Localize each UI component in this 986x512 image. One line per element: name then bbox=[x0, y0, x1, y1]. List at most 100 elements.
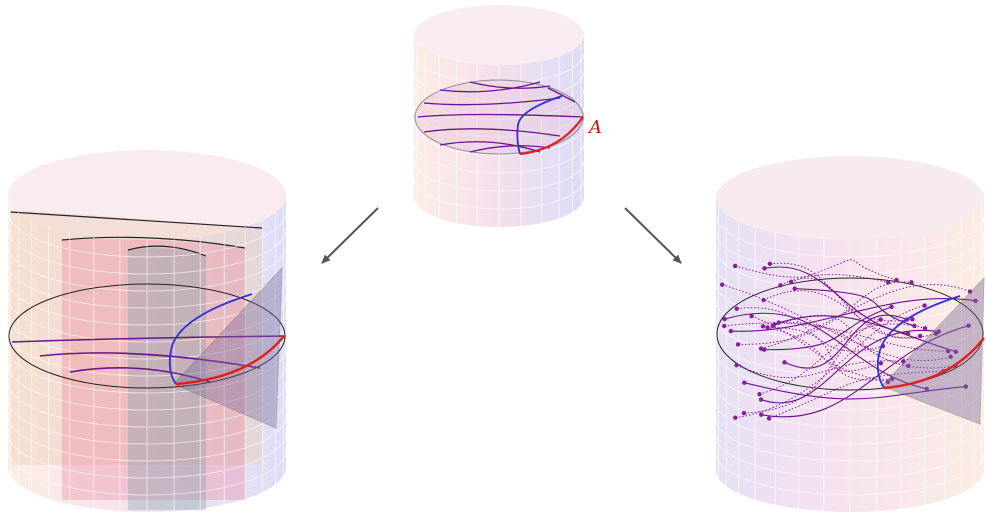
geodesic-endpoint bbox=[973, 298, 978, 304]
geodesic-endpoint bbox=[922, 303, 927, 308]
left-slice-disk bbox=[8, 283, 286, 389]
geodesic-curve bbox=[724, 312, 927, 390]
geodesic-endpoint bbox=[776, 320, 781, 325]
geodesic-endpoint bbox=[765, 325, 770, 330]
grid-line bbox=[715, 367, 985, 411]
grid-line bbox=[413, 124, 585, 156]
geodesic-curve bbox=[738, 281, 912, 345]
geodesic-endpoint bbox=[885, 379, 891, 385]
right-cylinder-cap bbox=[716, 156, 984, 240]
geodesic-endpoint bbox=[906, 363, 911, 369]
left-cylinder bbox=[7, 150, 287, 512]
grid-line bbox=[7, 432, 287, 479]
right-cylinder bbox=[715, 156, 985, 512]
grid-line bbox=[715, 231, 985, 275]
geodesic-curve bbox=[780, 277, 937, 339]
geodesic-curve bbox=[761, 325, 969, 418]
geodesic-curve bbox=[784, 314, 908, 369]
grid-line bbox=[7, 211, 287, 258]
grid-line bbox=[7, 296, 287, 343]
geodesic-endpoint bbox=[772, 322, 777, 327]
grid-line bbox=[7, 330, 287, 377]
geodesic-endpoint bbox=[734, 363, 739, 368]
geodesic-endpoint bbox=[788, 279, 794, 285]
grid-line bbox=[7, 449, 287, 496]
geodesic-endpoint bbox=[963, 384, 969, 389]
geodesic-curve bbox=[764, 266, 909, 335]
grid-line bbox=[7, 381, 287, 428]
grid-line bbox=[7, 262, 287, 309]
geodesic-endpoint bbox=[948, 354, 953, 359]
grid-line bbox=[413, 106, 585, 138]
grid-line bbox=[413, 142, 585, 174]
geodesic-endpoint bbox=[742, 380, 747, 385]
geodesic-curve bbox=[768, 370, 944, 419]
geodesic-endpoint bbox=[719, 282, 725, 287]
right-boundary-region-A bbox=[883, 337, 985, 390]
geodesic-endpoint bbox=[922, 326, 928, 331]
top-extremal-surface bbox=[516, 95, 563, 155]
nested-band-inner bbox=[128, 248, 206, 510]
grid-line bbox=[7, 364, 287, 411]
geodesic-endpoint bbox=[735, 342, 741, 347]
grid-line bbox=[715, 418, 985, 462]
geodesic-endpoint bbox=[762, 266, 767, 271]
geodesic-endpoint bbox=[936, 329, 941, 334]
geodesic-endpoint bbox=[758, 397, 764, 402]
geodesic-endpoint bbox=[761, 297, 766, 303]
geodesic-endpoint bbox=[767, 261, 773, 267]
geodesic-endpoint bbox=[722, 316, 727, 322]
geodesic-endpoint bbox=[732, 263, 738, 269]
geodesic-endpoint bbox=[792, 286, 797, 291]
geodesic-curve bbox=[735, 305, 925, 419]
left-extremal-surface bbox=[168, 293, 253, 385]
right-wedge bbox=[881, 276, 985, 425]
grid-line bbox=[413, 52, 585, 84]
geodesic-endpoint bbox=[945, 348, 951, 354]
geodesic-endpoint bbox=[759, 412, 764, 417]
grid-line bbox=[7, 415, 287, 462]
geodesic-endpoint bbox=[912, 323, 917, 329]
geodesic-endpoint bbox=[909, 280, 914, 285]
geodesic-curve bbox=[730, 297, 976, 332]
grid-line bbox=[413, 160, 585, 192]
geodesic-endpoint bbox=[878, 317, 883, 322]
geodesic-endpoint bbox=[924, 386, 929, 392]
grid-line bbox=[7, 347, 287, 394]
geodesic-curve bbox=[767, 326, 893, 381]
geodesic-endpoint bbox=[741, 410, 747, 416]
grid-line bbox=[7, 313, 287, 360]
grid-line bbox=[715, 214, 985, 258]
geodesic-curve bbox=[743, 319, 881, 414]
geodesic-endpoint bbox=[894, 277, 899, 283]
grid-line bbox=[7, 279, 287, 326]
left-boundary-region-A bbox=[175, 335, 285, 386]
geodesic-curve bbox=[774, 315, 957, 353]
geodesic-endpoint bbox=[905, 331, 911, 336]
grid-line bbox=[715, 384, 985, 428]
geodesic-curve bbox=[763, 290, 921, 339]
region-A-label: A bbox=[587, 117, 602, 138]
geodesic-endpoint bbox=[728, 328, 734, 334]
grid-line bbox=[715, 452, 985, 496]
grid-line bbox=[7, 228, 287, 275]
right-extremal-surface bbox=[876, 295, 961, 389]
geodesic-endpoint bbox=[901, 359, 906, 364]
geodesic-endpoint bbox=[722, 323, 727, 329]
left-cylinder-cap bbox=[8, 150, 286, 240]
geodesic-endpoint bbox=[889, 304, 894, 310]
left-cylinder-grid bbox=[7, 203, 287, 512]
left-geodesics bbox=[11, 335, 285, 383]
geodesic-curve bbox=[760, 329, 939, 404]
grid-line bbox=[413, 88, 585, 120]
geodesic-curve bbox=[724, 322, 949, 352]
geodesic-endpoint bbox=[782, 360, 787, 365]
geodesic-endpoint bbox=[910, 317, 915, 322]
nested-band-outer bbox=[10, 210, 262, 465]
geodesic-endpoint bbox=[758, 346, 764, 351]
geodesic-curve bbox=[722, 284, 951, 362]
grid-line bbox=[715, 435, 985, 479]
geodesic-endpoint bbox=[918, 333, 923, 339]
grid-line bbox=[715, 282, 985, 326]
